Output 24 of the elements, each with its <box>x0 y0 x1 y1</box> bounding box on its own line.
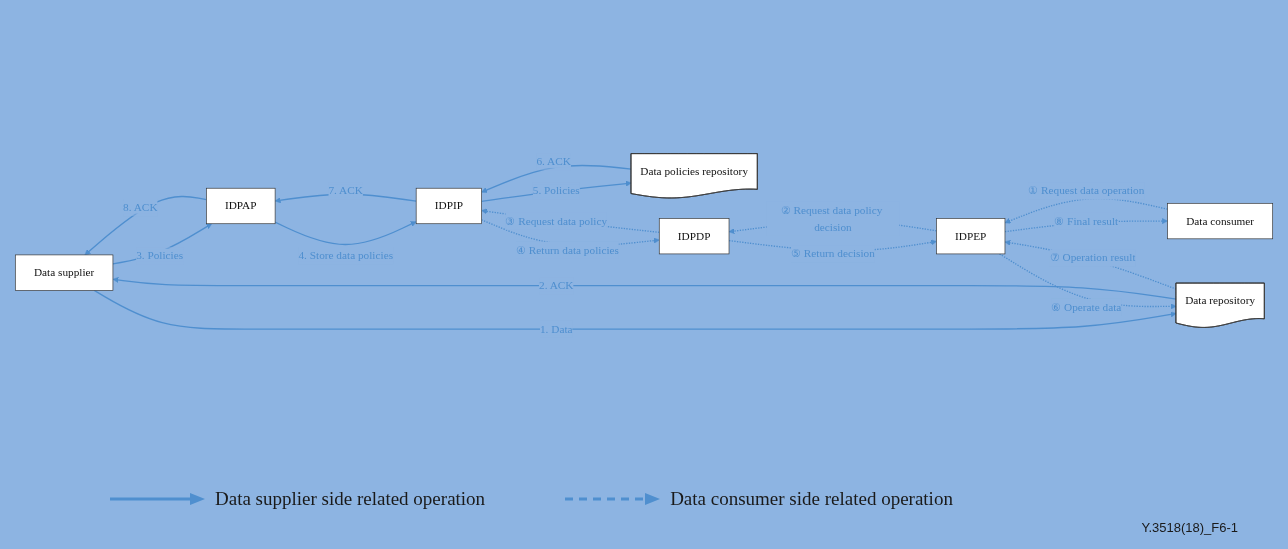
node-box: IDPIP <box>415 187 482 224</box>
edge-label: 8. ACK <box>123 200 158 214</box>
edge-label: ③ Request data policy <box>505 214 608 227</box>
arrow <box>93 289 1177 330</box>
arrow <box>481 208 660 233</box>
node-box: IDPDP <box>658 217 730 254</box>
arrow <box>274 220 417 245</box>
node-box: Data supplier <box>15 254 114 291</box>
node-box: IDPEP <box>936 217 1006 254</box>
edge-label: 6. ACK <box>536 154 571 168</box>
figure-number: Y.3518(18)_F6-1 <box>1141 520 1238 535</box>
arrow <box>1004 239 1177 290</box>
edge-label: ⑥ Operate data <box>1051 300 1122 314</box>
legend-text: Data supplier side related operation <box>215 488 486 510</box>
arrow <box>481 164 632 193</box>
edge-label: 3. Policies <box>136 248 184 262</box>
edge-label: 4. Store data policies <box>298 248 394 262</box>
legend-text: Data consumer side related operation <box>670 488 953 510</box>
edge-label: 7. ACK <box>328 183 363 197</box>
arrow <box>84 195 208 255</box>
node-box: IDPAP <box>206 187 276 224</box>
edge-label: ④ Return data policies <box>515 243 619 256</box>
arrow <box>480 180 632 202</box>
node-box: Data consumer <box>1167 202 1273 239</box>
